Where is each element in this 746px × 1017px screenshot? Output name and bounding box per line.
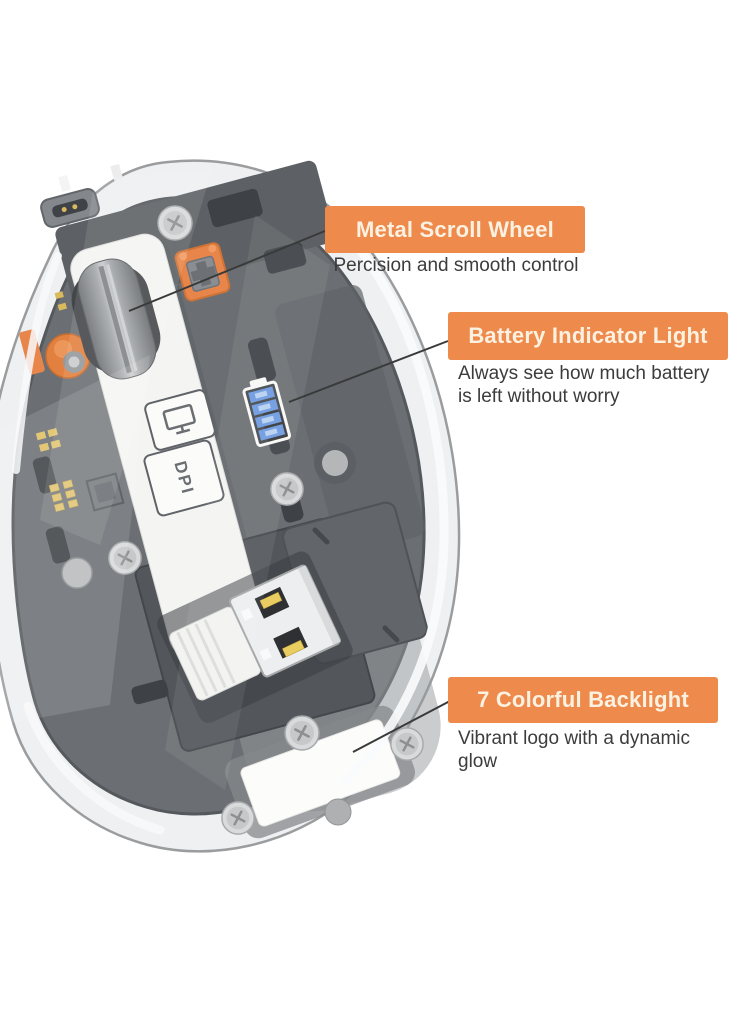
callout-battery-title: Battery Indicator Light <box>448 312 728 360</box>
dpi-button: DPI <box>143 439 225 517</box>
usb-receiver <box>157 551 353 723</box>
battery-indicator <box>242 377 292 447</box>
callout-backlight-subtitle: Vibrant logo with a dynamic glow <box>458 728 690 772</box>
shell-tab <box>58 174 71 192</box>
pcb-components <box>35 291 125 513</box>
callout-backlight-title: 7 Colorful Backlight <box>448 677 718 723</box>
leader-scroll-wheel <box>128 230 326 312</box>
shell-tab <box>110 163 123 181</box>
callout-battery-subtitle: Always see how much battery is left with… <box>458 363 710 407</box>
battery-led-segments <box>248 386 286 441</box>
callout-scroll-wheel-subtitle: Percision and smooth control <box>333 255 579 276</box>
glass-sheen <box>0 170 330 790</box>
shell-highlights <box>12 227 449 835</box>
leader-lines <box>128 230 451 753</box>
mount-posts <box>61 442 356 826</box>
leader-battery <box>288 340 449 403</box>
display-mode-button <box>144 389 216 451</box>
scroll-wheel <box>71 258 161 380</box>
leader-backlight <box>352 700 451 753</box>
callout-scroll-wheel-title: Metal Scroll Wheel <box>325 206 585 253</box>
charging-port <box>40 188 100 228</box>
